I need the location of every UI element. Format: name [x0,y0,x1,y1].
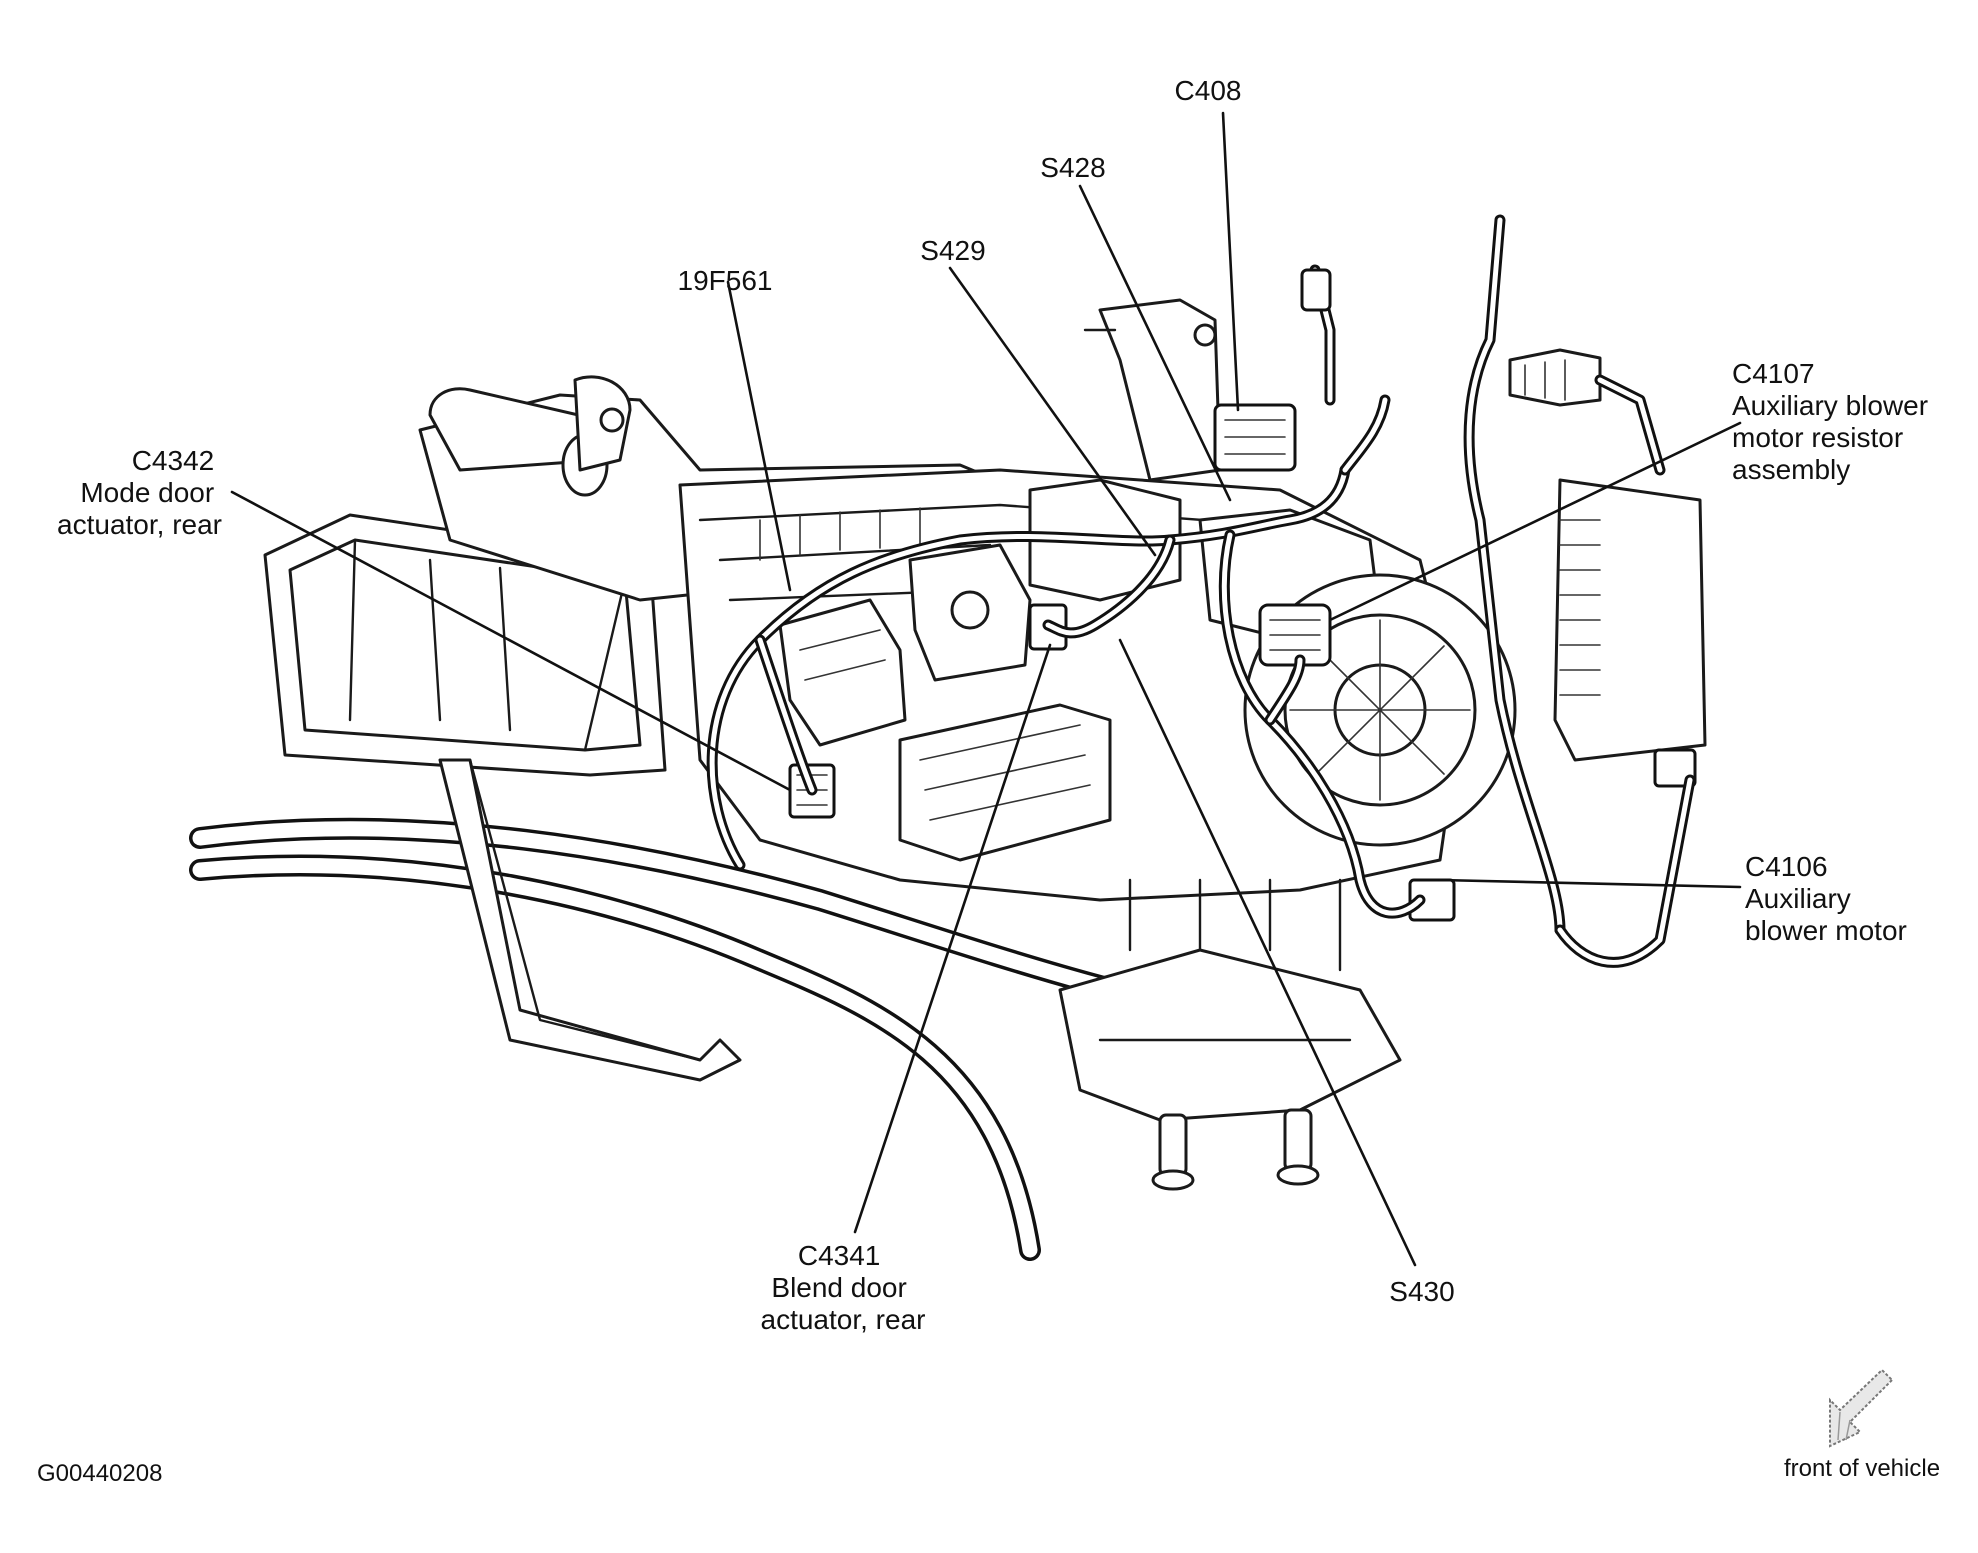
c408-connector [1213,403,1297,472]
orientation-indicator: front of vehicle [1784,1368,1940,1482]
harness-upper-right [1300,214,1696,968]
callout-c4342: C4342 Mode door actuator, rear [57,445,222,540]
leader-s428 [1078,184,1232,502]
leader-c408 [1221,111,1240,412]
figure-id: G00440208 [37,1460,162,1487]
callout-c4107: C4107 Auxiliary blower motor resistor as… [1732,358,1936,485]
leader-s430 [1118,638,1417,1267]
blower-resistor-module [1553,478,1707,788]
callout-s430: S430 [1389,1276,1454,1307]
leader-s429 [948,266,1157,557]
callout-c4341: C4341 Blend door actuator, rear [761,1240,926,1335]
callout-c408: C408 [1175,75,1242,106]
callout-s428: S428 [1040,152,1105,183]
leader-19f561 [726,280,792,592]
callout-c4106: C4106 Auxiliary blower motor [1745,851,1907,946]
callout-19f561: 19F561 [678,265,773,296]
leader-c4341 [853,643,1052,1234]
hvac-case [678,468,1462,902]
callout-s429: S429 [920,235,985,266]
callouts: C408 S428 S429 19F561 C4342 Mode door ac… [57,75,1936,1335]
orientation-label: front of vehicle [1784,1455,1940,1482]
c4107-connector [1258,603,1332,667]
main-wiring-harness [706,394,1426,919]
direction-arrow-icon [1829,1368,1894,1448]
leader-c4107 [1328,421,1742,622]
leader-c4342 [230,490,792,792]
blend-door-actuator [908,543,1068,682]
rear-air-duct [263,513,742,1082]
leader-c4106 [1438,878,1742,889]
heater-core [898,703,1402,1191]
leader-lines [230,111,1742,1267]
